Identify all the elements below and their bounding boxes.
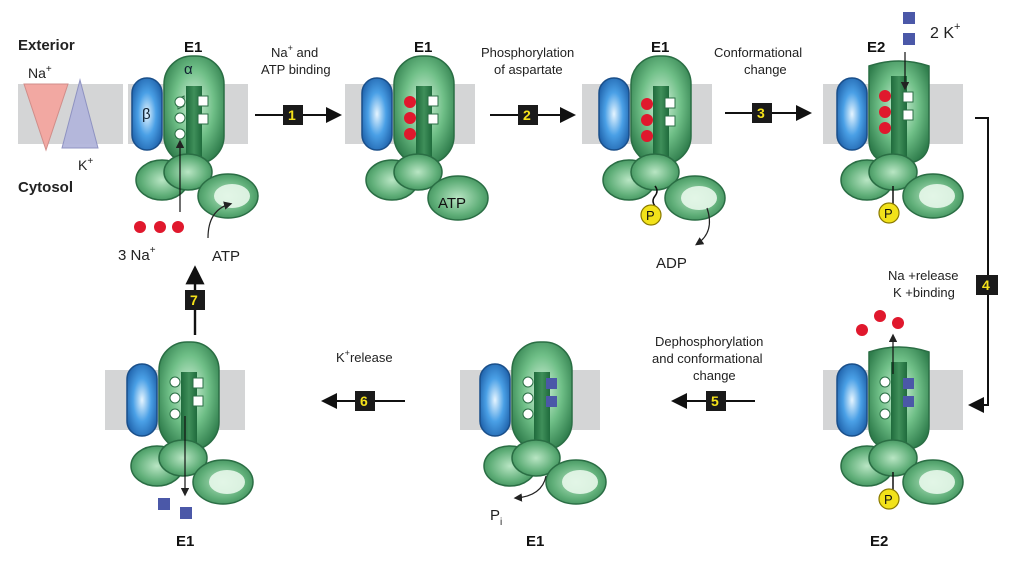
atp-entry-arrow <box>207 201 233 239</box>
cytosol-label: Cytosol <box>18 179 73 196</box>
svg-text:change: change <box>744 62 787 77</box>
pump-state-1: β α E1 <box>131 39 259 239</box>
svg-text:and conformational: and conformational <box>652 351 763 366</box>
e1-label-6: E1 <box>526 533 544 550</box>
svg-text:Phosphorylation: Phosphorylation <box>481 45 574 60</box>
alpha-label: α <box>184 61 193 78</box>
step-6-badge <box>355 391 375 411</box>
na-ions-free <box>134 221 184 233</box>
step-6: K+release 6 <box>321 348 405 411</box>
e1-label-3: E1 <box>651 39 669 56</box>
step-4-badge <box>976 275 998 295</box>
k-legend-label: K <box>78 157 88 173</box>
three-na-label: 3 Na <box>118 247 150 264</box>
svg-text:7: 7 <box>190 292 198 308</box>
pi-exit-arrow <box>513 475 547 502</box>
k-binding-sites-empty <box>197 95 209 125</box>
step-3: Conformational change 3 <box>714 45 812 123</box>
step-1: Na+ and ATP binding 1 <box>255 43 342 125</box>
atp-domain <box>427 175 489 221</box>
pump-state-3: P E1 <box>598 39 726 246</box>
svg-text:3 Na+: 3 Na+ <box>118 245 156 264</box>
na-legend-sup: + <box>46 64 52 75</box>
adp-label: ADP <box>656 255 687 272</box>
na-bound-ions <box>404 96 416 140</box>
svg-text:4: 4 <box>982 277 990 293</box>
svg-text:Conformational: Conformational <box>714 45 802 60</box>
k-binding-sites-empty <box>427 95 439 125</box>
beta-subunit <box>361 77 393 151</box>
step-2: Phosphorylation of aspartate 2 <box>481 45 576 125</box>
pump-state-7 <box>126 341 254 505</box>
na-legend-label: Na <box>28 65 46 81</box>
svg-text:2: 2 <box>523 107 531 123</box>
svg-text:3: 3 <box>757 105 765 121</box>
svg-text:change: change <box>693 368 736 383</box>
na-binding-sites-empty <box>174 95 186 140</box>
adp-exit-arrow <box>695 207 710 246</box>
step-4: 4 Na +release K +binding <box>888 117 998 413</box>
k-ions-free <box>903 12 915 45</box>
two-k-label: 2 K <box>930 25 954 42</box>
beta-label: β <box>142 106 151 123</box>
svg-text:1: 1 <box>288 107 296 123</box>
e2-label-4: E2 <box>867 39 885 56</box>
svg-text:K+release: K+release <box>336 348 393 365</box>
pump-state-4: P E2 <box>836 39 964 224</box>
na-gradient-triangle <box>23 83 69 152</box>
svg-text:P: P <box>646 208 655 223</box>
step-3-badge <box>752 103 772 123</box>
exterior-label: Exterior <box>18 37 75 54</box>
svg-text:K +binding: K +binding <box>893 285 955 300</box>
atp-label-2: ATP <box>438 195 466 212</box>
e1-label-2: E1 <box>414 39 432 56</box>
svg-text:ATP binding: ATP binding <box>261 62 331 77</box>
pump-state-2: ATP E1 <box>361 39 489 221</box>
phosphate-group <box>640 204 662 226</box>
step-2-badge <box>518 105 538 125</box>
e2-label-5: E2 <box>870 533 888 550</box>
svg-text:Pi: Pi <box>490 507 502 528</box>
na-ions-released <box>856 310 904 336</box>
step-5-badge <box>706 391 726 411</box>
svg-text:Na +release: Na +release <box>888 268 958 283</box>
e1-label-1: E1 <box>184 39 202 56</box>
svg-text:Dephosphorylation: Dephosphorylation <box>655 334 763 349</box>
step-5: Dephosphorylation and conformational cha… <box>652 334 763 411</box>
step-1-badge <box>283 105 303 125</box>
svg-text:P: P <box>884 492 893 507</box>
svg-text:P: P <box>884 206 893 221</box>
pump-state-5: P <box>836 333 964 510</box>
e1-label-7: E1 <box>176 533 194 550</box>
k-legend-sup: + <box>87 156 93 167</box>
k-ions-released <box>158 498 192 519</box>
atp-label-1: ATP <box>212 248 240 265</box>
k-gradient-triangle <box>61 78 99 149</box>
svg-text:of aspartate: of aspartate <box>494 62 563 77</box>
svg-text:Na+ and: Na+ and <box>271 43 318 60</box>
step-7: 7 <box>185 265 205 335</box>
svg-text:K+: K+ <box>78 156 93 173</box>
svg-text:5: 5 <box>711 393 719 409</box>
legend: Exterior Cytosol Na+ K+ <box>18 37 123 196</box>
step-7-badge <box>185 290 205 310</box>
cyto-domain-mid <box>163 153 213 191</box>
pump-state-6 <box>479 341 607 505</box>
beta-subunit <box>131 77 163 151</box>
svg-text:6: 6 <box>360 393 368 409</box>
svg-text:Na+: Na+ <box>28 64 52 81</box>
svg-text:2 K+: 2 K+ <box>930 21 960 42</box>
pi-label: P <box>490 507 500 524</box>
